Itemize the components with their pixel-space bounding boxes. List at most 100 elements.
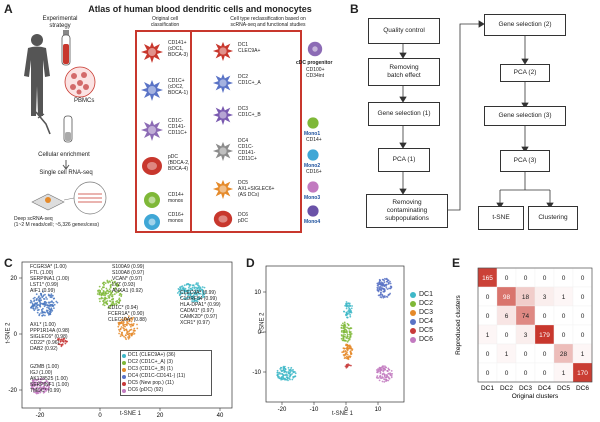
heatmap-value: 0: [543, 313, 547, 320]
cluster-point: [53, 307, 55, 309]
x-tick-label: 20: [157, 413, 164, 419]
cluster-point: [343, 339, 346, 342]
heatmap-value: 0: [505, 370, 509, 377]
gene-label: XCR1* (0.97): [180, 320, 210, 326]
legend-entry: DC6 (pDC) (92): [122, 387, 210, 394]
gene-label: FCGR3A* (1.00): [30, 264, 67, 270]
cluster-point: [187, 292, 190, 295]
flow-removing-batch-effect: Removing batch effect: [368, 58, 440, 86]
heatmap-value: 0: [505, 275, 509, 282]
cluster-point: [125, 318, 128, 321]
pbmcs-circle-icon: [64, 66, 96, 98]
heatmap-xlabel: Original clusters: [512, 393, 559, 400]
legend-label: DC4 (CD1C-CD141-) (11): [128, 373, 186, 379]
cluster-point: [50, 311, 52, 314]
cluster-point: [340, 331, 343, 333]
legend-swatch: [122, 381, 126, 386]
cluster-point: [276, 369, 279, 372]
cluster-point: [386, 288, 389, 290]
cluster-point: [123, 321, 125, 323]
cluster-point: [118, 294, 121, 296]
gene-list-mono1: S100A9 (0.99)S100A8 (0.97)VCAN* (0.97)LY…: [112, 264, 172, 294]
cluster-point: [346, 365, 348, 368]
cluster-point: [35, 390, 37, 392]
cluster-point: [383, 290, 385, 293]
cluster-point: [194, 293, 196, 296]
cluster-point: [188, 283, 190, 286]
down-arrow-icon: [62, 160, 70, 170]
gene-list-mono2: FCGR3A* (1.00)FTL (1.00)SERPINA1 (1.00)L…: [30, 264, 90, 294]
cluster-point: [340, 327, 343, 329]
cluster-point: [53, 303, 56, 306]
cluster-point: [42, 388, 45, 390]
cluster-point: [191, 286, 194, 289]
cluster-point: [32, 384, 35, 387]
heatmap-value: 1: [581, 351, 585, 358]
cluster-point: [349, 311, 352, 314]
cluster-point: [279, 368, 282, 370]
cluster-point: [381, 376, 384, 378]
cluster-point: [117, 301, 119, 304]
cluster-point: [97, 291, 100, 293]
cluster-point: [180, 296, 182, 299]
cluster-point: [117, 285, 120, 287]
cluster-point: [383, 378, 385, 381]
heatmap-value: 1: [486, 332, 490, 339]
cluster-point: [107, 290, 110, 293]
cluster-point: [183, 291, 186, 294]
cluster-point: [131, 318, 134, 321]
cluster-point: [36, 391, 39, 394]
gene-label: DAB2 (0.92): [30, 346, 58, 352]
cluster-point: [192, 294, 195, 297]
cluster-point: [102, 303, 104, 306]
cluster-point: [350, 333, 353, 335]
y-tick-label: 10: [254, 290, 261, 296]
cluster-point: [389, 374, 392, 377]
cluster-point: [47, 381, 49, 384]
cluster-point: [136, 327, 139, 330]
cluster-point: [188, 296, 190, 299]
cluster-point: [35, 293, 38, 296]
cluster-point: [65, 341, 68, 343]
cluster-point: [109, 300, 112, 303]
gene-label: ANXA1 (0.92): [112, 288, 143, 294]
cluster-point: [50, 293, 53, 296]
legend-label: DC1: [419, 291, 434, 298]
cluster-point: [188, 285, 191, 287]
legend-swatch: [410, 318, 416, 325]
cluster-point: [375, 369, 378, 371]
cluster-point: [291, 373, 293, 375]
dc6-cell-icon: [213, 210, 233, 228]
cluster-point: [382, 369, 385, 372]
cluster-point: [112, 298, 114, 301]
cluster-point: [103, 294, 105, 296]
panel-c-legend: DC1 (CLEC9A+) (36)DC2 (CD1C+_A) (3)DC3 (…: [120, 350, 212, 396]
cluster-point: [340, 334, 343, 336]
cluster-point: [196, 297, 199, 299]
heatmap-value: 0: [581, 275, 585, 282]
cluster-point: [103, 281, 105, 284]
cluster-point: [39, 378, 42, 381]
cluster-point: [343, 347, 346, 350]
gene-list-dc5: AXL* (1.00)PPP1R14A (0.98)SIGLEC6* (0.98…: [30, 322, 90, 352]
cluster-point: [380, 366, 382, 369]
cluster-point: [47, 307, 50, 309]
cluster-point: [284, 377, 286, 380]
cluster-point: [196, 298, 199, 301]
original-cell-label: CD1C- CD141- CD11C+: [168, 118, 187, 136]
gene-label: AXL* (1.00): [30, 322, 56, 328]
legend-entry: DC1 (CLEC9A+) (36): [122, 352, 210, 359]
panel-c-xlabel: t-SNE 1: [120, 411, 142, 417]
cluster-point: [191, 300, 194, 303]
reclass-cell-label: DC4 CD1C- CD141- CD11C+: [238, 138, 257, 162]
cluster-point: [64, 342, 67, 345]
mono4-icon: [307, 205, 319, 217]
cluster-point: [189, 287, 192, 290]
legend-entry: DC4: [410, 317, 450, 326]
experimental-strategy-label: Experimental strategy: [42, 16, 78, 29]
cluster-point: [198, 285, 201, 288]
original-cell-label: CD14+ monos: [168, 192, 184, 204]
heatmap-value: 0: [486, 351, 490, 358]
cluster-point: [110, 279, 113, 282]
legend-label: DC5 (New pop.) (11): [128, 380, 174, 386]
